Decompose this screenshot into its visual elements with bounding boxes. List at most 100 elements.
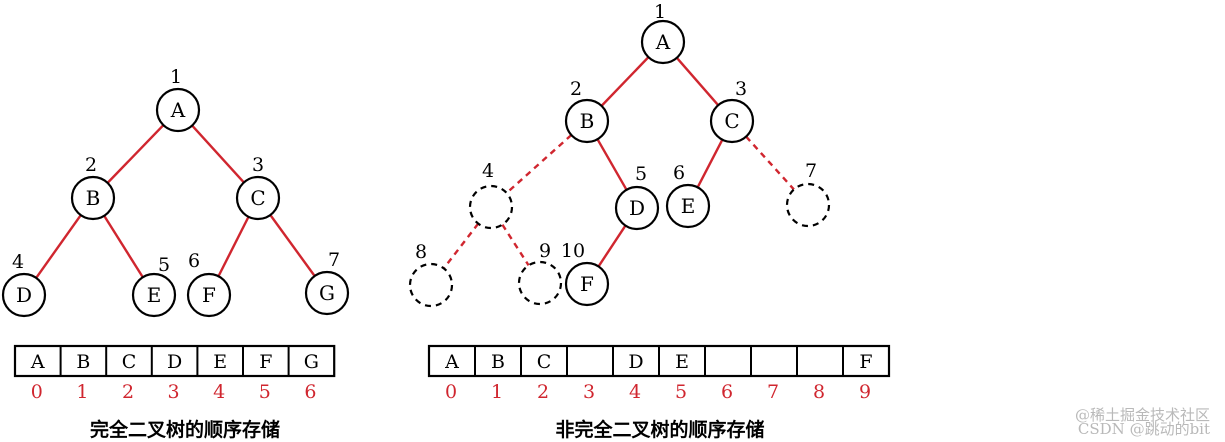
complete-tree-array-index-2: 2 <box>122 381 134 403</box>
incomplete-tree-node-label-1: A <box>655 30 671 54</box>
complete-tree-node-label-4: D <box>16 283 32 307</box>
incomplete-tree-array-cell-4: D <box>628 351 643 373</box>
incomplete-tree-node-circle-8 <box>408 262 454 308</box>
complete-tree-node-circle-2 <box>70 175 116 221</box>
complete-tree-node-number-7: 7 <box>328 249 340 271</box>
incomplete-tree-node-circle-5 <box>614 185 660 231</box>
watermark-line-2: CSDN @跳动的bit <box>1078 420 1210 438</box>
complete-tree-node-2: B2 <box>70 154 116 221</box>
incomplete-tree-edge-c-v7 <box>745 135 795 191</box>
complete-tree-node-label-3: C <box>250 186 265 210</box>
complete-tree-node-circle-3 <box>235 175 281 221</box>
incomplete-tree-node-circle-2 <box>564 98 610 144</box>
complete-tree-node-circle-5 <box>131 272 177 318</box>
complete-tree-node-number-5: 5 <box>158 254 170 276</box>
complete-tree-array-index-5: 5 <box>259 381 271 403</box>
complete-tree-node-3: C3 <box>235 154 281 221</box>
incomplete-tree-node-circle-1 <box>640 19 686 65</box>
complete-tree-node-circle-6 <box>186 272 232 318</box>
complete-tree-array-cell-0: A <box>30 351 45 373</box>
incomplete-tree-node-circle-6 <box>665 183 711 229</box>
incomplete-tree-node-number-7: 7 <box>805 160 817 182</box>
incomplete-tree-node-3: C3 <box>709 78 755 144</box>
incomplete-tree-node-number-2: 2 <box>570 78 582 100</box>
incomplete-tree-node-5: D5 <box>614 163 660 231</box>
complete-tree-node-5: E5 <box>131 254 177 318</box>
incomplete-tree-node-circle-4 <box>468 184 514 230</box>
incomplete-tree-node-virtual-7: 7 <box>785 160 831 228</box>
complete-tree-edge-b-d <box>35 214 82 279</box>
incomplete-tree-caption: 非完全二叉树的顺序存储 <box>555 418 764 441</box>
complete-tree-caption: 完全二叉树的顺序存储 <box>90 418 280 441</box>
complete-tree-node-label-6: F <box>202 283 216 307</box>
incomplete-tree-node-circle-7 <box>785 182 831 228</box>
incomplete-tree-node-number-4: 4 <box>482 160 494 182</box>
incomplete-tree-array-index-6: 6 <box>721 381 733 403</box>
incomplete-tree-array-index-2: 2 <box>537 381 549 403</box>
incomplete-tree-node-10: F10 <box>561 240 610 307</box>
incomplete-tree-array-index-0: 0 <box>445 381 457 403</box>
complete-tree-array-cell-4: E <box>213 351 227 373</box>
complete-tree-node-number-6: 6 <box>188 250 200 272</box>
incomplete-tree-array-index-8: 8 <box>813 381 825 403</box>
complete-tree-array-cell-2: C <box>122 351 137 373</box>
watermark: @稀土掘金技术社区 CSDN @跳动的bit <box>1075 406 1210 438</box>
incomplete-tree-node-number-6: 6 <box>673 162 685 184</box>
complete-tree-node-number-2: 2 <box>85 154 97 176</box>
incomplete-tree-edge-c-e <box>696 139 724 188</box>
incomplete-tree-array-cell-5: E <box>675 351 689 373</box>
complete-tree-node-7: G7 <box>304 249 350 316</box>
watermark-line-1: @稀土掘金技术社区 <box>1075 406 1210 424</box>
incomplete-tree-array-index-9: 9 <box>859 381 871 403</box>
incomplete-tree-node-number-3: 3 <box>735 78 747 100</box>
incomplete-tree-edge-v4-v8 <box>442 222 480 270</box>
incomplete-tree-edge-v4-v9 <box>501 223 530 267</box>
incomplete-tree-array-index-7: 7 <box>767 381 779 403</box>
complete-tree-node-1: A1 <box>155 66 201 133</box>
incomplete-tree-array-index-5: 5 <box>675 381 687 403</box>
incomplete-tree-array-cell-2: C <box>537 351 552 373</box>
incomplete-tree-node-2: B2 <box>564 78 610 144</box>
complete-tree-edge-b-e <box>103 215 144 278</box>
complete-tree-edge-c-f <box>217 216 250 277</box>
complete-tree-node-4: D4 <box>1 251 47 318</box>
complete-tree-node-number-4: 4 <box>12 251 24 273</box>
complete-tree-node-circle-1 <box>155 87 201 133</box>
incomplete-tree-array-index-3: 3 <box>583 381 595 403</box>
complete-tree-node-label-2: B <box>86 186 101 210</box>
incomplete-tree-edge-a-b <box>600 56 650 107</box>
complete-tree-node-circle-4 <box>1 272 47 318</box>
incomplete-tree-node-number-5: 5 <box>635 163 647 185</box>
complete-tree-node-label-7: G <box>319 281 335 305</box>
incomplete-tree-edge-b-d <box>596 138 628 191</box>
incomplete-tree-node-circle-3 <box>709 98 755 144</box>
complete-tree-array-cell-5: F <box>259 351 272 373</box>
incomplete-tree-node-1: A1 <box>640 1 686 65</box>
incomplete-tree-node-label-3: C <box>724 109 739 133</box>
incomplete-tree-edge-d-f <box>597 224 627 268</box>
complete-tree-array-index-3: 3 <box>168 381 180 403</box>
complete-tree-array-index-0: 0 <box>31 381 43 403</box>
complete-tree-node-circle-7 <box>304 270 350 316</box>
incomplete-tree-node-number-10: 10 <box>561 240 585 262</box>
complete-tree-array-index-1: 1 <box>76 381 88 403</box>
incomplete-tree-node-number-9: 9 <box>539 240 551 262</box>
incomplete-tree-node-label-6: E <box>681 194 696 218</box>
incomplete-tree-edge-b-v4 <box>505 134 573 194</box>
complete-tree-array-frame <box>13 344 336 378</box>
incomplete-tree-node-number-8: 8 <box>415 241 427 263</box>
complete-tree-array-cell-6: G <box>304 351 319 373</box>
incomplete-tree-array-cell-9: F <box>859 351 872 373</box>
incomplete-tree-node-circle-9 <box>517 260 563 306</box>
incomplete-tree-node-number-1: 1 <box>654 1 666 23</box>
complete-tree-array-index-4: 4 <box>213 381 225 403</box>
complete-tree-array-index-6: 6 <box>304 381 316 403</box>
incomplete-tree-node-label-2: B <box>580 109 595 133</box>
